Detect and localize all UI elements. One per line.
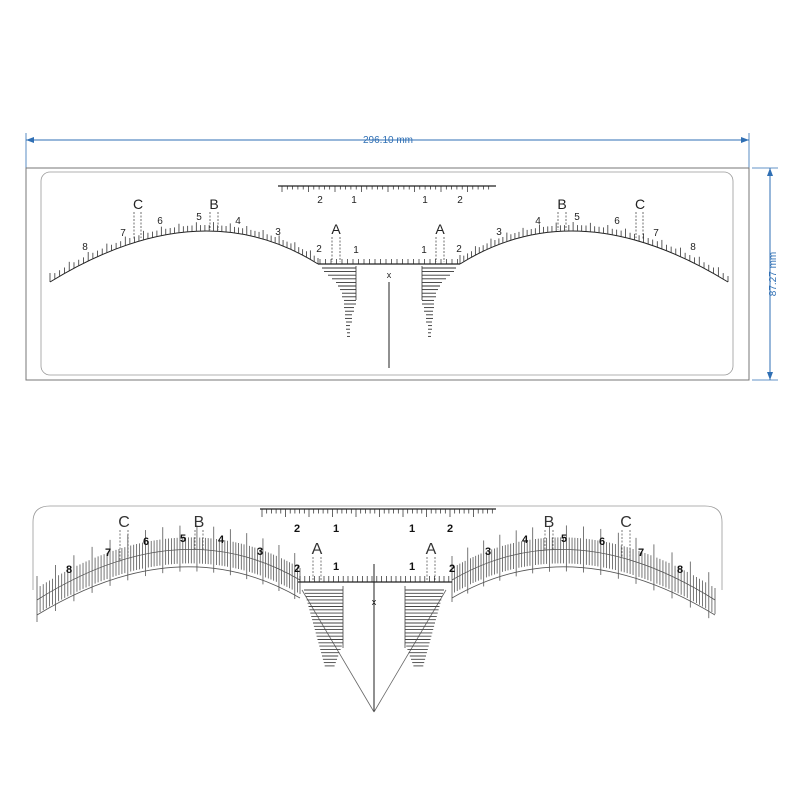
top-left-num-6: 6 [157,216,163,227]
top-left-letter-b: B [209,196,218,212]
top-scale-label-1-right: 1 [422,195,428,206]
top-right-num-4: 4 [535,216,541,227]
top-scale-label-2-left: 2 [317,195,323,206]
height-dimension: 87.27 mm [752,167,779,381]
bottom-right-num-3: 3 [485,546,491,558]
bottom-left-num-7: 7 [105,547,111,559]
top-left-letter-c: C [133,196,143,212]
bottom-center-label-1-right: 1 [409,561,415,573]
top-arc-ticks [49,222,729,282]
bottom-right-letter-b: B [544,514,555,531]
arrow-up-icon [767,168,773,176]
top-right-num-5: 5 [574,212,580,223]
top-left-num-2: 2 [316,244,322,255]
top-left-arc [49,230,319,283]
top-letter-guides [133,212,644,262]
bottom-funnel-left [301,589,375,713]
arrow-right-icon [741,137,749,143]
arrow-down-icon [767,372,773,380]
height-label: 87.27 mm [768,252,779,296]
top-right-num-3: 3 [496,227,502,238]
bottom-panel: 2 1 1 2 8 7 6 5 4 3 2 2 3 4 5 6 7 8 C B … [32,505,723,713]
width-label: 296.10 mm [363,135,413,146]
top-scale-label-1-left: 1 [351,195,357,206]
bottom-right-num-8: 8 [677,564,683,576]
bottom-right-num-4: 4 [522,534,529,546]
bottom-right-num-5: 5 [561,533,567,545]
width-dimension: 296.10 mm [25,133,750,168]
bottom-left-num-8: 8 [66,564,72,576]
top-panel: 296.10 mm 87.27 mm 2 1 1 2 8 7 [25,133,779,381]
bottom-left-letter-b: B [194,514,205,531]
top-right-num-7: 7 [653,228,659,239]
bottom-left-num-3: 3 [257,546,263,558]
top-right-letter-c: C [635,196,645,212]
bottom-left-num-4: 4 [218,534,225,546]
bottom-top-scale: 2 1 1 2 [260,508,496,535]
bottom-outline [32,505,723,590]
top-center-label-1-right: 1 [421,245,427,256]
top-left-num-4: 4 [235,216,241,227]
bottom-scale-label-1-right: 1 [409,523,415,535]
bottom-left-num-2: 2 [294,563,300,575]
top-center-scale: 1 1 x [318,245,460,368]
top-scale: 2 1 1 2 [278,185,496,206]
bottom-scale-label-2-left: 2 [294,523,300,535]
top-left-num-8: 8 [82,242,88,253]
bottom-scale-label-2-right: 2 [447,523,453,535]
arrow-left-icon [26,137,34,143]
bottom-stairs [304,586,444,667]
bottom-funnel-right [373,589,447,713]
top-right-arc [459,230,729,283]
bottom-right-letter-c: C [620,514,632,531]
bottom-left-letter-a: A [312,541,323,558]
top-scale-label-2-right: 2 [457,195,463,206]
bottom-right-num-2: 2 [449,563,455,575]
top-right-letter-b: B [557,196,566,212]
top-right-num-6: 6 [614,216,620,227]
bottom-center-scale: 1 1 x [298,561,452,713]
bottom-left-letter-c: C [118,514,130,531]
sticker-inner-border [40,171,734,376]
bottom-right-letter-a: A [426,541,437,558]
top-center-label-1-left: 1 [353,245,359,256]
bottom-center-label-1-left: 1 [333,561,339,573]
bottom-right-num-7: 7 [638,547,644,559]
top-right-num-8: 8 [690,242,696,253]
bottom-letter-guides [119,530,631,580]
top-right-letter-a: A [435,221,445,237]
bottom-arc-ticks [36,525,716,622]
bottom-scale-label-1-left: 1 [333,523,339,535]
top-right-num-2: 2 [456,244,462,255]
top-left-num-3: 3 [275,227,281,238]
sticker-outer-border [25,167,750,381]
bottom-right-num-6: 6 [599,536,605,548]
top-stairs [322,266,456,337]
bottom-left-num-5: 5 [180,533,186,545]
top-center-mark: x [387,270,392,280]
top-left-num-5: 5 [196,212,202,223]
top-left-letter-a: A [331,221,341,237]
top-left-num-7: 7 [120,228,126,239]
bottom-left-num-6: 6 [143,536,149,548]
